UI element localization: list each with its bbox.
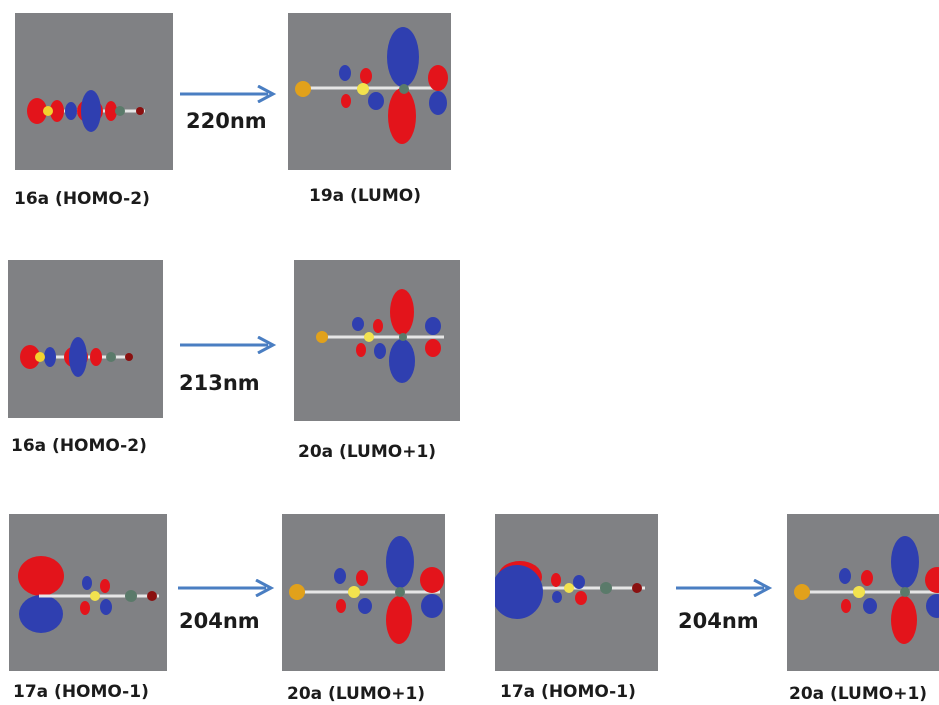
wavelength-label: 220nm (186, 109, 267, 133)
transition-arrow (180, 85, 277, 103)
transition-arrow (676, 579, 773, 597)
transition-arrow (180, 336, 277, 354)
wavelength-label: 204nm (678, 609, 759, 633)
orbital-label: 19a (LUMO) (309, 186, 421, 206)
orbital-label: 16a (HOMO-2) (14, 189, 150, 209)
wavelength-label: 213nm (179, 371, 260, 395)
transition-arrow (178, 579, 275, 597)
orbital-label: 17a (HOMO-1) (500, 682, 636, 702)
orbital-label: 20a (LUMO+1) (287, 684, 426, 704)
orbital-image-16a-homo-2 (8, 260, 163, 418)
orbital-image-20a-lumo-plus-1 (282, 514, 445, 671)
orbital-image-19a-lumo (288, 13, 451, 170)
orbital-image-16a-homo-2 (15, 13, 173, 170)
orbital-image-17a-homo-1 (495, 514, 658, 671)
orbital-label: 17a (HOMO-1) (13, 682, 149, 702)
orbital-label: 20a (LUMO+1) (789, 684, 928, 704)
orbital-image-20a-lumo-plus-1 (787, 514, 939, 671)
orbital-image-17a-homo-1 (9, 514, 167, 671)
orbital-label: 20a (LUMO+1) (298, 442, 437, 462)
orbital-image-20a-lumo-plus-1 (294, 260, 460, 421)
orbital-label: 16a (HOMO-2) (11, 436, 147, 456)
wavelength-label: 204nm (179, 609, 260, 633)
